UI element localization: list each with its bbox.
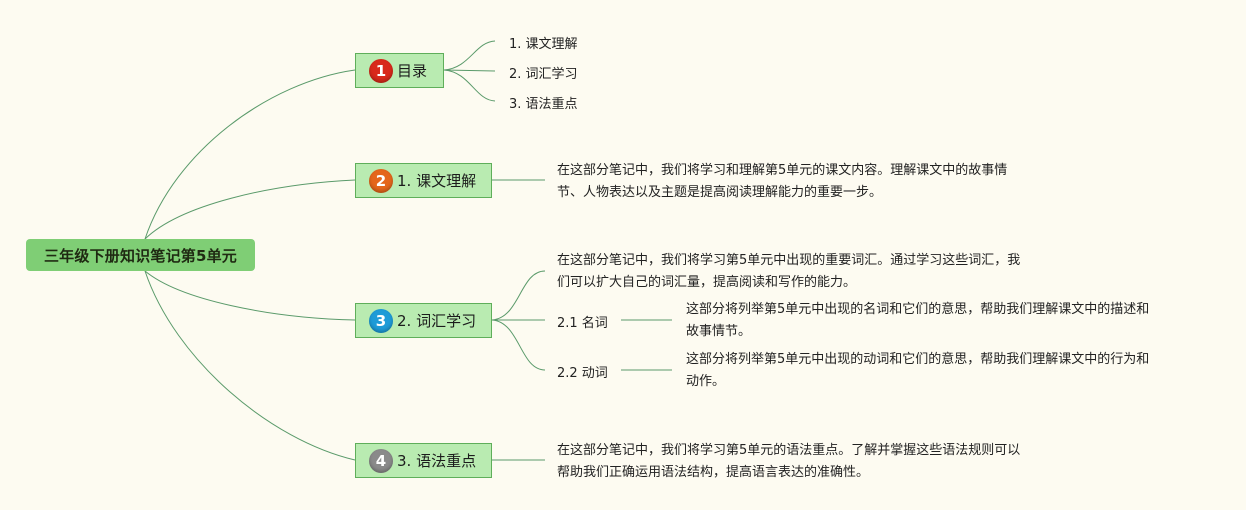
branch-topic-toc[interactable]: 1 目录 <box>355 53 444 88</box>
root-topic[interactable]: 三年级下册知识笔记第5单元 <box>26 239 255 271</box>
number-2-badge-icon: 2 <box>369 168 393 193</box>
branch-topic-vocabulary[interactable]: 3 2. 词汇学习 <box>355 303 492 338</box>
branch-topic-grammar[interactable]: 4 3. 语法重点 <box>355 443 492 478</box>
text-comprehension-note: 在这部分笔记中，我们将学习和理解第5单元的课文内容。理解课文中的故事情 节、人物… <box>557 160 1057 204</box>
connector-toc-item-3 <box>443 69 496 102</box>
subtopic-verbs[interactable]: 2.2 动词 <box>557 366 608 381</box>
note-line: 这部分将列举第5单元中出现的动词和它们的意思，帮助我们理解课文中的行为和 <box>686 352 1150 367</box>
toc-item-2[interactable]: 2. 词汇学习 <box>509 67 578 82</box>
connector-branch-3-sub-2 <box>491 319 546 371</box>
nouns-note: 这部分将列举第5单元中出现的名词和它们的意思，帮助我们理解课文中的描述和 故事情… <box>686 299 1186 343</box>
branch-topic-label: 2. 词汇学习 <box>397 312 477 330</box>
note-line: 动作。 <box>686 374 726 389</box>
branch-topic-label: 目录 <box>397 62 428 80</box>
connector-branch-3-note <box>491 270 546 321</box>
branch-topic-label: 1. 课文理解 <box>397 172 477 190</box>
note-line: 在这部分笔记中，我们将学习和理解第5单元的课文内容。理解课文中的故事情 <box>557 163 1008 178</box>
vocabulary-note: 在这部分笔记中，我们将学习第5单元中出现的重要词汇。通过学习这些词汇，我 们可以… <box>557 250 1057 294</box>
note-line: 在这部分笔记中，我们将学习第5单元的语法重点。了解并掌握这些语法规则可以 <box>557 443 1021 458</box>
root-topic-label: 三年级下册知识笔记第5单元 <box>43 246 238 265</box>
toc-item-3[interactable]: 3. 语法重点 <box>509 97 578 112</box>
connector-toc-item-2 <box>443 69 496 72</box>
connector-toc-item-1 <box>443 40 496 71</box>
note-line: 们可以扩大自己的词汇量，提高阅读和写作的能力。 <box>557 275 857 290</box>
subtopic-nouns[interactable]: 2.1 名词 <box>557 316 608 331</box>
toc-item-1[interactable]: 1. 课文理解 <box>509 37 578 52</box>
grammar-note: 在这部分笔记中，我们将学习第5单元的语法重点。了解并掌握这些语法规则可以 帮助我… <box>557 440 1057 484</box>
connector-root-branch-3 <box>144 270 356 321</box>
note-line: 节、人物表达以及主题是提高阅读理解能力的重要一步。 <box>557 185 883 200</box>
note-line: 在这部分笔记中，我们将学习第5单元中出现的重要词汇。通过学习这些词汇，我 <box>557 253 1021 268</box>
branch-topic-label: 3. 语法重点 <box>397 452 477 470</box>
connector-root-branch-4 <box>144 270 356 461</box>
number-3-badge-icon: 3 <box>369 308 393 333</box>
connector-root-branch-2 <box>144 179 356 240</box>
note-line: 帮助我们正确运用语法结构，提高语言表达的准确性。 <box>557 465 870 480</box>
note-line: 故事情节。 <box>686 324 752 339</box>
connector-root-branch-1 <box>144 69 356 240</box>
branch-topic-text-comprehension[interactable]: 2 1. 课文理解 <box>355 163 492 198</box>
number-1-badge-icon: 1 <box>369 58 393 83</box>
number-4-badge-icon: 4 <box>369 448 393 473</box>
verbs-note: 这部分将列举第5单元中出现的动词和它们的意思，帮助我们理解课文中的行为和 动作。 <box>686 349 1186 393</box>
note-line: 这部分将列举第5单元中出现的名词和它们的意思，帮助我们理解课文中的描述和 <box>686 302 1150 317</box>
